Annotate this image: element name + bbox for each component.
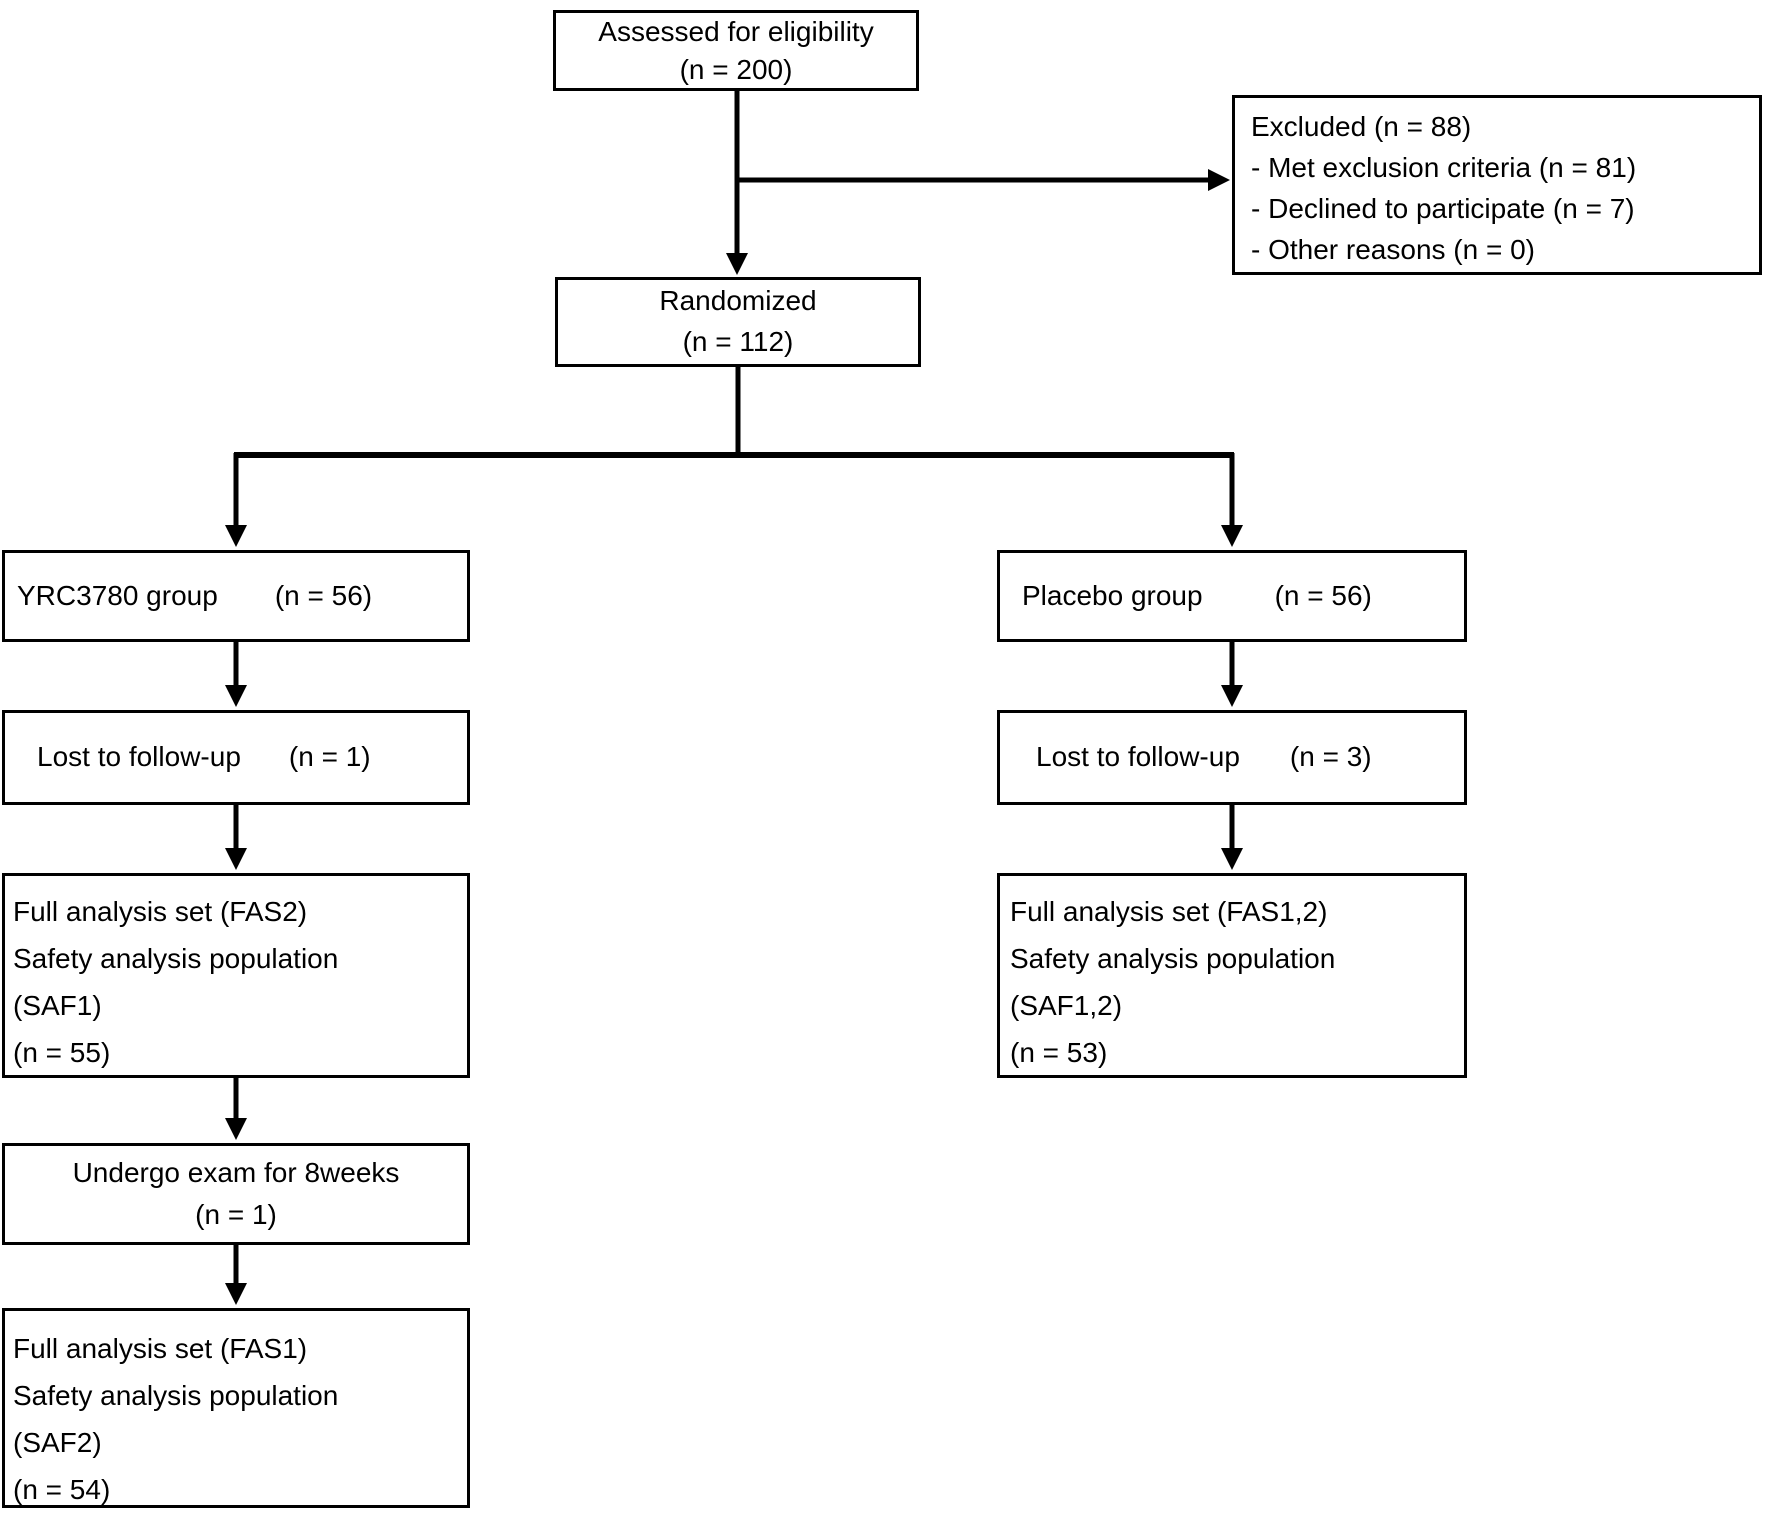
arrow-assessed-to-randomized bbox=[726, 91, 748, 275]
excluded-title: Excluded (n = 88) bbox=[1251, 111, 1472, 142]
placebo-group-count: (n = 56) bbox=[1274, 579, 1372, 611]
undergo-label: Undergo exam for 8weeks bbox=[72, 1157, 400, 1188]
placebo-group-label: Placebo group bbox=[1022, 579, 1203, 611]
box-full-analysis-set-final: Full analysis set (FAS1) Safety analysis… bbox=[2, 1308, 470, 1508]
box-assessed-for-eligibility: Assessed for eligibility (n = 200) bbox=[553, 10, 919, 91]
fas-right-line-2: Safety analysis population bbox=[1010, 943, 1336, 974]
yrc-group-count: (n = 56) bbox=[274, 579, 373, 611]
excluded-reason-1: - Met exclusion criteria (n = 81) bbox=[1251, 152, 1637, 183]
box-excluded: Excluded (n = 88) - Met exclusion criter… bbox=[1232, 95, 1762, 275]
yrc-group-label: YRC3780 group bbox=[17, 579, 218, 611]
fas-right-count: (n = 53) bbox=[1010, 1037, 1108, 1068]
arrow-split-to-placebo bbox=[1221, 453, 1243, 547]
fas-left-line-2: Safety analysis population bbox=[13, 943, 339, 974]
undergo-count: (n = 1) bbox=[195, 1199, 277, 1230]
box-lost-to-follow-up-placebo: Lost to follow-up (n = 3) bbox=[997, 710, 1467, 805]
fas-left-count: (n = 55) bbox=[13, 1037, 111, 1068]
lost-right-label: Lost to follow-up bbox=[1036, 741, 1240, 773]
box-full-analysis-set-placebo: Full analysis set (FAS1,2) Safety analys… bbox=[997, 873, 1467, 1078]
randomized-count: (n = 112) bbox=[682, 326, 794, 357]
excluded-reason-2: - Declined to participate (n = 7) bbox=[1251, 193, 1635, 224]
assessed-count: (n = 200) bbox=[679, 53, 793, 85]
arrow-to-excluded bbox=[737, 169, 1230, 191]
fas-bottom-line-3: (SAF2) bbox=[13, 1427, 102, 1458]
fas-right-line-1: Full analysis set (FAS1,2) bbox=[1010, 896, 1328, 927]
arrow-placebo-to-lost bbox=[1221, 642, 1243, 707]
arrow-undergo-to-fas-bottom bbox=[225, 1245, 247, 1305]
randomized-split-connector bbox=[234, 367, 1234, 458]
fas-bottom-line-1: Full analysis set (FAS1) bbox=[13, 1333, 308, 1364]
assessed-label: Assessed for eligibility bbox=[598, 15, 874, 47]
box-placebo-group: Placebo group (n = 56) bbox=[997, 550, 1467, 642]
randomized-label: Randomized bbox=[659, 285, 817, 317]
lost-left-count: (n = 1) bbox=[288, 741, 371, 773]
arrow-lost-to-fas-right bbox=[1221, 805, 1243, 870]
lost-left-label: Lost to follow-up bbox=[37, 741, 241, 773]
box-undergo-exam: Undergo exam for 8weeks (n = 1) bbox=[2, 1143, 470, 1245]
box-randomized: Randomized (n = 112) bbox=[555, 277, 921, 367]
fas-bottom-line-2: Safety analysis population bbox=[13, 1380, 339, 1411]
lost-right-count: (n = 3) bbox=[1289, 741, 1372, 773]
fas-left-line-1: Full analysis set (FAS2) bbox=[13, 896, 308, 927]
arrow-fas-to-undergo bbox=[225, 1078, 247, 1140]
fas-bottom-count: (n = 54) bbox=[13, 1474, 111, 1505]
fas-left-line-3: (SAF1) bbox=[13, 990, 102, 1021]
box-full-analysis-set-yrc: Full analysis set (FAS2) Safety analysis… bbox=[2, 873, 470, 1078]
arrow-yrc-to-lost bbox=[225, 642, 247, 707]
arrow-lost-to-fas-left bbox=[225, 805, 247, 870]
box-yrc3780-group: YRC3780 group (n = 56) bbox=[2, 550, 470, 642]
fas-right-line-3: (SAF1,2) bbox=[1010, 990, 1123, 1021]
box-lost-to-follow-up-yrc: Lost to follow-up (n = 1) bbox=[2, 710, 470, 805]
excluded-reason-3: - Other reasons (n = 0) bbox=[1251, 234, 1536, 265]
arrow-split-to-yrc bbox=[225, 453, 247, 547]
